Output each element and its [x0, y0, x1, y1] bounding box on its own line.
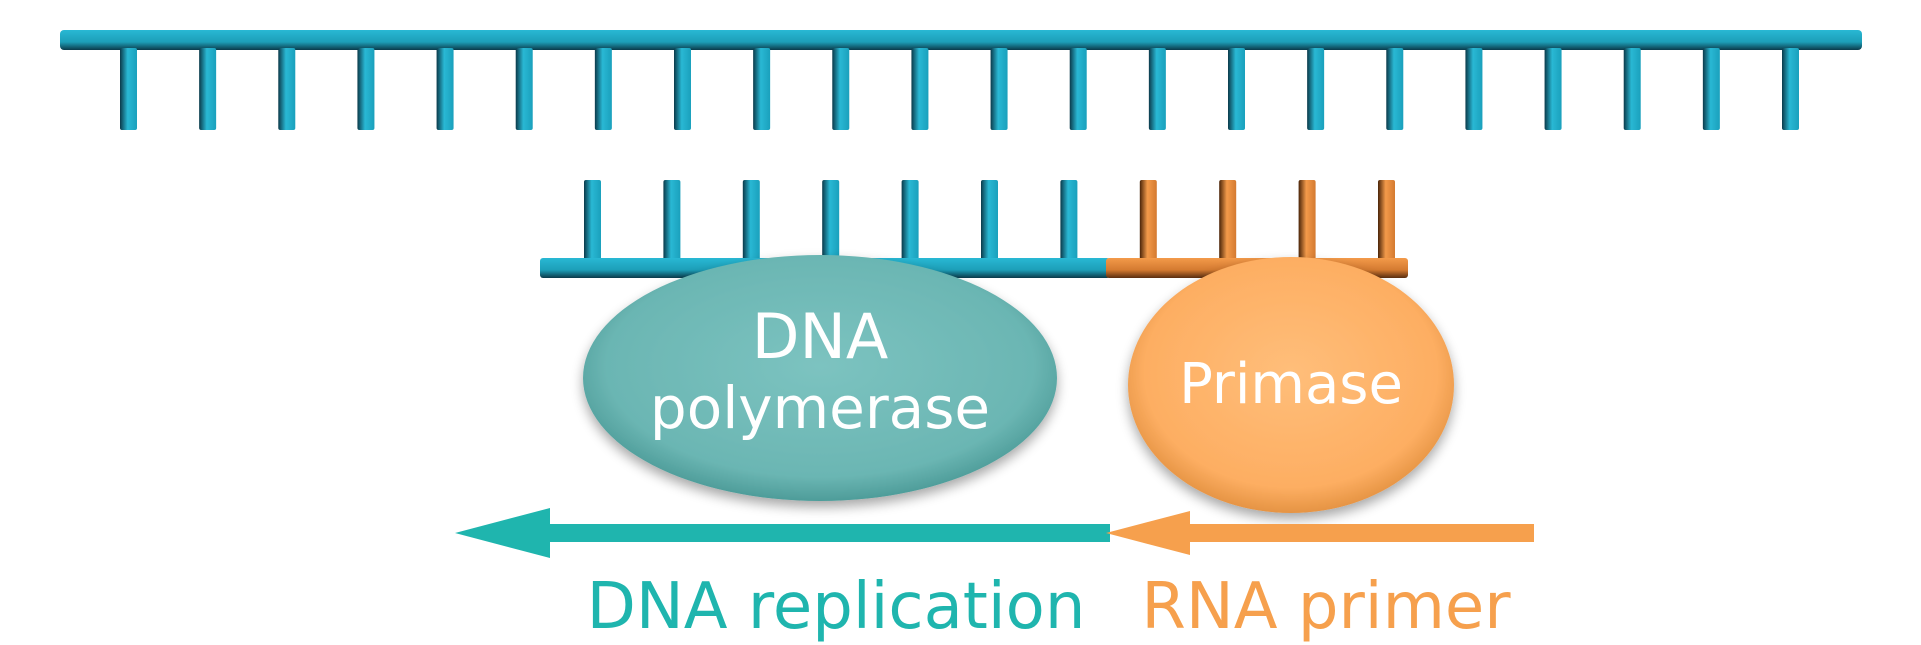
template-base: [594, 48, 612, 130]
new-dna-base: [901, 180, 919, 262]
rna-arrow-shaft: [1160, 524, 1534, 542]
rna-primer-arrow: [1106, 511, 1534, 555]
new-dna-base: [822, 180, 840, 262]
template-base: [990, 48, 1008, 130]
template-base: [1465, 48, 1483, 130]
new-dna-base: [742, 180, 760, 262]
template-base: [674, 48, 691, 130]
dna-arrow-shaft: [520, 524, 1110, 542]
template-base: [1702, 48, 1720, 130]
dna-polymerase-label-line2: polymerase: [650, 374, 990, 442]
template-base: [832, 48, 850, 130]
template-bases: [120, 48, 1799, 130]
rna-primer-base: [1219, 180, 1237, 262]
primase: [1128, 257, 1454, 513]
rna-primer-base: [1298, 180, 1316, 262]
dna-polymerase-body: [583, 255, 1057, 501]
template-base: [515, 48, 533, 130]
dna-replication-caption: DNA replication: [587, 570, 1086, 644]
template-base: [1228, 48, 1245, 130]
rna-arrow-head: [1106, 511, 1190, 555]
template-base: [1782, 48, 1799, 130]
new-dna-base: [584, 180, 601, 262]
template-base: [1148, 48, 1166, 130]
rna-primer-caption: RNA primer: [1141, 570, 1511, 644]
template-base: [278, 48, 296, 130]
dna-arrow-head: [455, 508, 550, 558]
dna-polymerase: [583, 255, 1057, 501]
template-base: [436, 48, 454, 130]
dna-polymerase-label-line1: DNA: [752, 300, 889, 373]
template-base: [1069, 48, 1087, 130]
template-base: [1544, 48, 1562, 130]
rna-primer-base: [1378, 180, 1395, 262]
primase-body: [1128, 257, 1454, 513]
new-dna-base: [981, 180, 998, 262]
new-dna-base: [663, 180, 681, 262]
dna-replication-arrow: [455, 508, 1110, 558]
template-base: [1623, 48, 1641, 130]
new-strand-bases: [584, 180, 1395, 262]
template-backbone: [60, 30, 1862, 50]
template-base: [120, 48, 137, 130]
template-dna-strand: [60, 30, 1862, 130]
template-base: [199, 48, 217, 130]
template-base: [357, 48, 375, 130]
primase-label: Primase: [1179, 352, 1403, 417]
new-dna-base: [1060, 180, 1078, 262]
rna-primer-base: [1139, 180, 1157, 262]
template-base: [753, 48, 771, 130]
template-base: [911, 48, 929, 130]
template-base: [1386, 48, 1404, 130]
template-base: [1307, 48, 1325, 130]
